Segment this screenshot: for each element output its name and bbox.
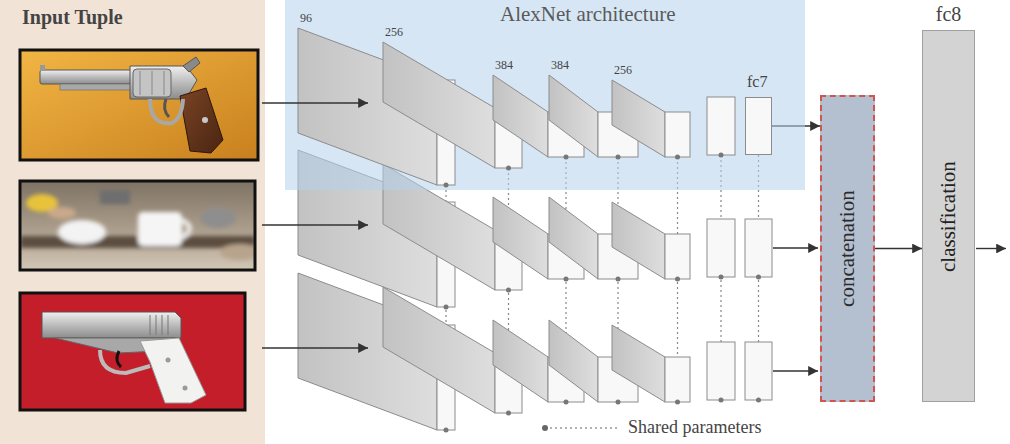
concatenation-box: concatenation [820, 95, 875, 402]
box-label: concatenation [835, 190, 860, 307]
layer-block-part [707, 97, 735, 158]
conv-layer-block: 256 [612, 80, 690, 157]
fc-layer-box: fc7 [745, 97, 772, 155]
layer-block-part [612, 80, 690, 160]
layer-block-shape [612, 80, 690, 157]
legend: Shared parameters [538, 417, 761, 438]
connector-arrow [875, 248, 922, 249]
architecture-region: AlexNet architecture96256384384256fc7 [285, 0, 805, 190]
panel-heading: Input Tuple [22, 6, 123, 28]
legend-swatch [538, 421, 622, 435]
box-label: classification [936, 161, 961, 272]
legend-text: Shared parameters [628, 417, 761, 438]
label-holder: Input Tuple [22, 6, 123, 29]
classification-box: fc8classification [922, 30, 975, 402]
layer-block-part [262, 103, 368, 104]
